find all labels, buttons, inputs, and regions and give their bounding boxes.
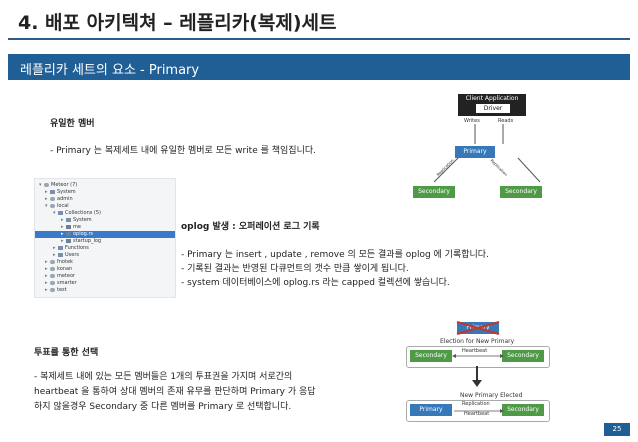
page-title: 4. 배포 아키텍쳐 – 레플리카(복제)세트 <box>18 12 337 34</box>
secondary-box-c: Secondary <box>502 404 544 416</box>
driver-box: Driver <box>476 104 510 113</box>
new-primary-label: New Primary Elected <box>460 392 523 399</box>
database-tree: ▾Meteor (7) ▸System ▸admin ▾local ▾Colle… <box>34 178 176 298</box>
secondary-box-b: Secondary <box>502 350 544 362</box>
new-primary-box: Primary <box>410 404 452 416</box>
oplog-text-2: - 기록된 결과는 반영된 다큐먼트의 갯수 만큼 쌓이게 됩니다. <box>181 264 409 274</box>
tree-item[interactable]: ▾Meteor (7) <box>39 182 78 188</box>
tree-item[interactable]: ▸System <box>45 189 76 195</box>
oplog-text-3: - system 데이터베이스에 oplog.rs 라는 capped 컬렉션에… <box>181 278 450 288</box>
tree-item[interactable]: ▾local <box>45 203 69 209</box>
tree-item[interactable]: ▸test <box>45 287 67 293</box>
replication-arrow-bottom <box>454 409 504 413</box>
subtitle: 레플리카 세트의 요소 - Primary <box>20 63 200 78</box>
writes-label: Writes <box>464 118 480 124</box>
heartbeat-arrow-a <box>452 354 504 358</box>
tree-item[interactable]: ▾Collections (5) <box>53 210 102 216</box>
election-text-2: heartbeat 을 통하여 상대 멤버의 존재 유무를 판단하며 Prima… <box>34 387 316 397</box>
cross-icon <box>456 321 500 335</box>
tree-item[interactable]: ▸me <box>61 224 81 230</box>
tree-item[interactable]: ▸fnotek <box>45 259 73 265</box>
unique-member-text: - Primary 는 복제세트 내에 유일한 멤버로 모든 write 를 책… <box>50 146 317 156</box>
secondary-box-right: Secondary <box>500 186 542 198</box>
election-heading: 투표를 통한 선택 <box>34 348 99 358</box>
title-divider <box>8 38 630 40</box>
heartbeat-label-a: Heartbeat <box>462 348 488 354</box>
tree-item[interactable]: ▸smarter <box>45 280 77 286</box>
client-application-label: Client Application <box>465 95 519 102</box>
secondary-box-left: Secondary <box>413 186 455 198</box>
tree-item[interactable]: ▸Users <box>53 252 80 258</box>
tree-item[interactable]: ▸admin <box>45 196 73 202</box>
primary-box: Primary <box>455 146 495 158</box>
client-application-box: Client Application Driver <box>458 94 526 116</box>
unique-member-heading: 유일한 멤버 <box>50 119 95 129</box>
secondary-box-a: Secondary <box>410 350 452 362</box>
heartbeat-label-b: Heartbeat <box>464 411 490 417</box>
replication-arrows <box>433 124 541 183</box>
page-number: 25 <box>604 423 630 436</box>
tree-item-selected[interactable]: ▸oplog.rs <box>35 231 175 238</box>
tree-item[interactable]: ▸meteor <box>45 273 76 279</box>
tree-item[interactable]: ▸Functions <box>53 245 89 251</box>
replication-label-bottom: Replication <box>462 401 490 407</box>
subtitle-bar <box>8 54 630 80</box>
reads-label: Reads <box>498 118 514 124</box>
tree-item[interactable]: ▸System <box>61 217 92 223</box>
oplog-text-1: - Primary 는 insert , update , remove 의 모… <box>181 250 489 260</box>
election-text-1: - 복제세트 내에 있는 모든 멤버들은 1개의 투표권을 가지며 서로간의 <box>34 372 293 382</box>
new-primary-group <box>406 400 550 422</box>
election-text-3: 하지 않을경우 Secondary 중 다른 멤버를 Primary 로 선택합… <box>34 402 292 412</box>
down-arrow-icon <box>472 366 482 387</box>
election-label: Election for New Primary <box>440 338 515 345</box>
tree-item[interactable]: ▸konan <box>45 266 73 272</box>
tree-item[interactable]: ▸startup_log <box>61 238 102 244</box>
oplog-heading: oplog 발생 : 오퍼레이션 로그 기록 <box>181 222 320 232</box>
